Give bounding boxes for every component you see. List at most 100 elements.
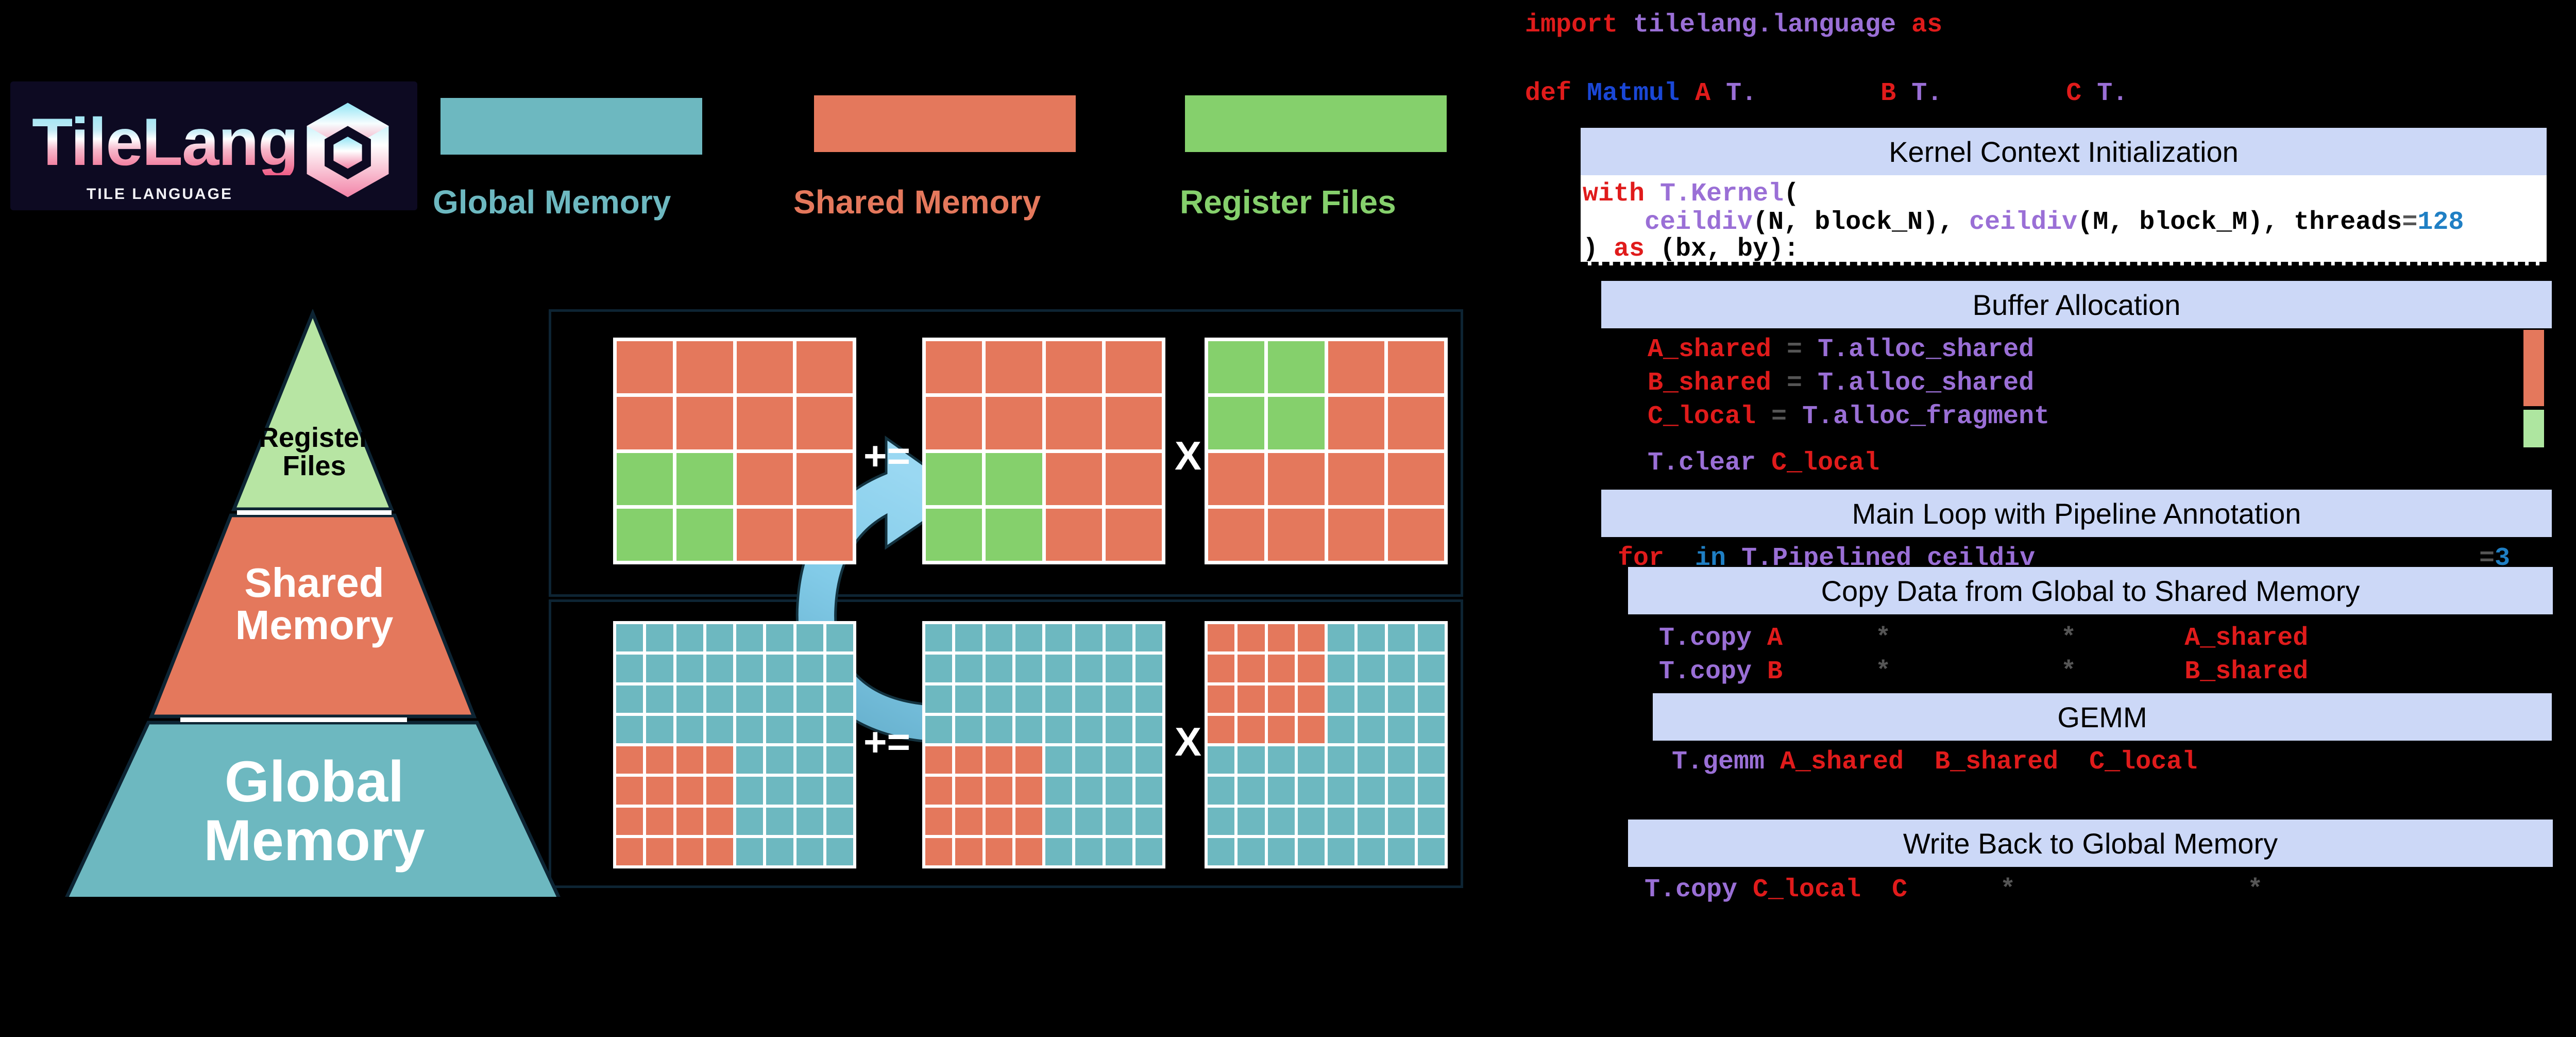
matrix-cell — [736, 807, 764, 835]
matrix-cell — [766, 685, 793, 713]
matrix-cell — [796, 624, 823, 652]
matrix-cell — [955, 746, 982, 774]
register-files-chip — [2523, 410, 2544, 447]
matrix-cell — [796, 341, 853, 394]
matrix-cell — [1268, 508, 1325, 561]
matrix-cell — [736, 838, 764, 865]
matrix-cell — [826, 655, 853, 682]
matrix-cell — [1015, 685, 1042, 713]
matrix-cell — [676, 655, 703, 682]
matrix-cell — [1208, 508, 1265, 561]
legend-label-global: Global Memory — [433, 183, 671, 221]
matrix-a-shared — [922, 338, 1165, 564]
matrix-cell — [1238, 746, 1265, 774]
matrix-cell — [706, 685, 733, 713]
matrix-cell — [796, 397, 853, 449]
matrix-cell — [986, 453, 1042, 505]
matrix-cell — [1105, 685, 1132, 713]
matrix-cell — [1135, 655, 1162, 682]
matrix-cell — [985, 685, 1012, 713]
matrix-cell — [1105, 397, 1162, 449]
matrix-cell — [706, 838, 733, 865]
matrix-cell — [766, 777, 793, 805]
matrix-cell — [736, 397, 793, 449]
code-line-import: import tilelang.language as T — [1525, 10, 1974, 40]
matrix-cell — [985, 746, 1012, 774]
matrix-cell — [985, 838, 1012, 865]
code-line-gemm: T.gemm A_shared B_shared C_local — [1672, 747, 2198, 777]
matrix-c-fragment — [613, 338, 856, 564]
matrix-cell — [676, 685, 703, 713]
matrix-cell — [1387, 341, 1444, 394]
matrix-cell — [1105, 655, 1132, 682]
matrix-cell — [1417, 715, 1445, 743]
matrix-cell — [1417, 777, 1445, 805]
matrix-cell — [1105, 508, 1162, 561]
matrix-cell — [766, 746, 793, 774]
matrix-cell — [766, 838, 793, 865]
matrix-cell — [1015, 777, 1042, 805]
matrix-cell — [676, 838, 703, 865]
matrix-cell — [926, 397, 982, 449]
matrix-cell — [1238, 685, 1265, 713]
matrix-cell — [736, 746, 764, 774]
matrix-cell — [796, 715, 823, 743]
matrix-cell — [925, 685, 953, 713]
matrix-cell — [1075, 685, 1103, 713]
matrix-cell — [985, 624, 1012, 652]
matrix-cell — [985, 655, 1012, 682]
matrix-cell — [796, 655, 823, 682]
matrix-cell — [796, 685, 823, 713]
matrix-cell — [1267, 624, 1295, 652]
matrix-cell — [1267, 685, 1295, 713]
matrix-cell — [617, 341, 673, 394]
code-line-copy-a: T.copy A * * A_shared — [1659, 624, 2309, 653]
matrix-cell — [1135, 746, 1162, 774]
matrix-cell — [1297, 807, 1325, 835]
code-line-c-local: C_local = T.alloc_fragment — [1648, 402, 2050, 431]
matrix-cell — [617, 508, 673, 561]
section-header-write-back: Write Back to Global Memory — [1628, 819, 2553, 867]
matrix-cell — [1417, 746, 1445, 774]
matrix-cell — [1075, 777, 1103, 805]
matrix-cell — [985, 777, 1012, 805]
matrix-cell — [1328, 807, 1355, 835]
matrix-cell — [1387, 746, 1415, 774]
matrix-cell — [1015, 807, 1042, 835]
matrix-cell — [706, 777, 733, 805]
matrix-cell — [796, 508, 853, 561]
matrix-cell — [1105, 453, 1162, 505]
matrix-cell — [1208, 453, 1265, 505]
matrix-cell — [796, 838, 823, 865]
matrix-cell — [1135, 777, 1162, 805]
matrix-cell — [616, 838, 643, 865]
matrix-cell — [616, 777, 643, 805]
code-line-copy-b: T.copy B * * B_shared — [1659, 657, 2309, 687]
matrix-cell — [1297, 715, 1325, 743]
matrix-cell — [736, 453, 793, 505]
legend-label-shared: Shared Memory — [793, 183, 1041, 221]
matrix-cell — [646, 746, 673, 774]
matrix-cell — [826, 715, 853, 743]
matrix-cell — [955, 838, 982, 865]
matrix-cell — [1328, 777, 1355, 805]
matrix-cell — [617, 453, 673, 505]
matrix-cell — [676, 397, 733, 449]
matrix-cell — [766, 655, 793, 682]
matrix-cell — [925, 807, 953, 835]
matrix-cell — [676, 624, 703, 652]
matrix-cell — [1238, 838, 1265, 865]
matrix-cell — [646, 807, 673, 835]
matrix-cell — [1297, 685, 1325, 713]
matrix-cell — [706, 655, 733, 682]
tilelang-wordmark: TileLang — [32, 104, 299, 179]
section-header-main-loop: Main Loop with Pipeline Annotation — [1601, 490, 2552, 537]
matrix-cell — [676, 807, 703, 835]
matrix-cell — [766, 807, 793, 835]
matrix-cell — [736, 715, 764, 743]
matrix-cell — [796, 746, 823, 774]
matrix-cell — [1015, 624, 1042, 652]
tilelang-logo-card: TileLang TILE LANGUAGE — [10, 81, 417, 210]
matrix-cell — [1417, 838, 1445, 865]
matrix-b-shared — [1205, 338, 1448, 564]
